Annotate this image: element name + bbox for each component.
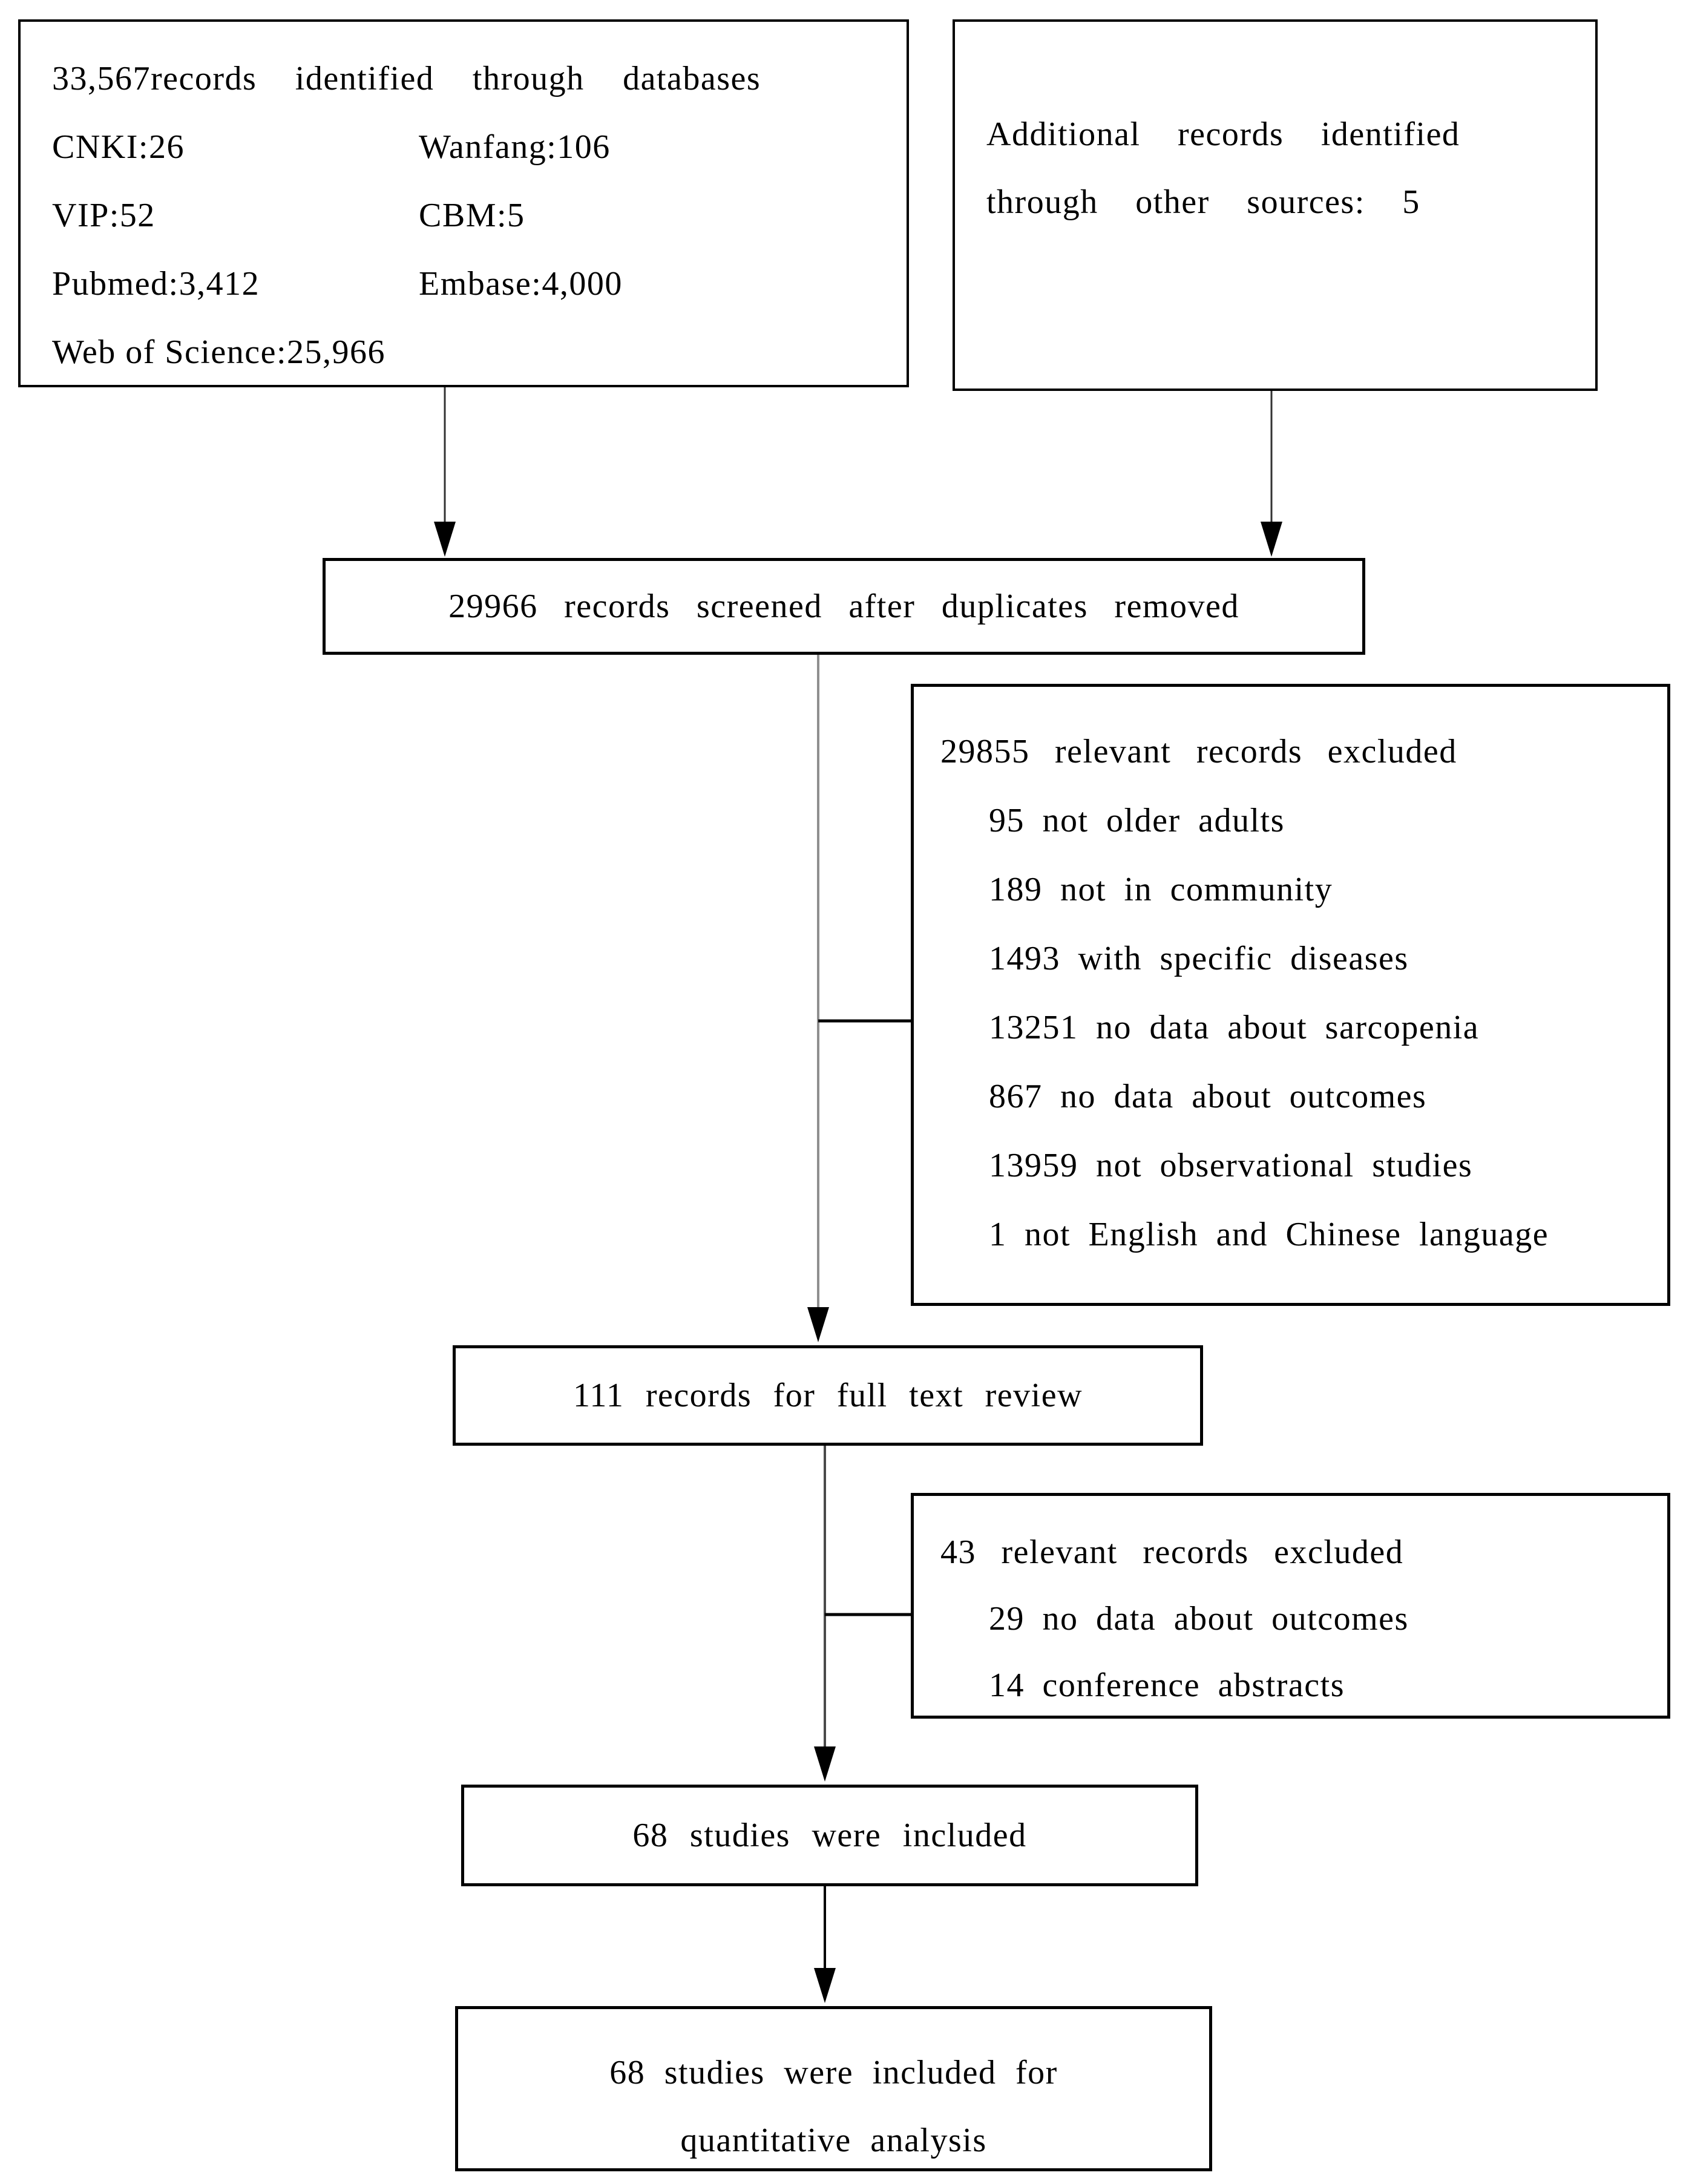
- box-records-identified-databases: 33,567records identified through databas…: [18, 19, 909, 387]
- screened-text: 29966 records screened after duplicates …: [448, 588, 1239, 625]
- arrowhead-icon: [1261, 522, 1282, 557]
- source-web-of-science: Web of Science:25,966: [52, 333, 386, 371]
- quantitative-line2: quantitative analysis: [680, 2122, 987, 2159]
- box-quantitative-analysis: 68 studies were included for quantitativ…: [455, 2006, 1212, 2171]
- excluded-fulltext-title: 43 relevant records excluded: [940, 1533, 1404, 1571]
- identified-title: 33,567records identified through databas…: [52, 60, 761, 97]
- excluded-reason: 1 not English and Chinese language: [989, 1216, 1549, 1253]
- box-fulltext-review: 111 records for full text review: [453, 1345, 1203, 1446]
- box-additional-records: Additional records identified through ot…: [953, 19, 1598, 391]
- excluded-reason: 189 not in community: [989, 871, 1333, 908]
- excluded-reason: 29 no data about outcomes: [989, 1600, 1409, 1638]
- source-vip: VIP:52: [52, 197, 156, 234]
- arrowhead-icon: [434, 522, 456, 557]
- excluded-reason: 1493 with specific diseases: [989, 940, 1409, 977]
- excluded-reason: 867 no data about outcomes: [989, 1078, 1427, 1115]
- excluded-reason: 95 not older adults: [989, 802, 1285, 839]
- source-embase: Embase:4,000: [419, 265, 623, 303]
- fulltext-text: 111 records for full text review: [572, 1377, 1083, 1414]
- excluded-screening-title: 29855 relevant records excluded: [940, 733, 1457, 770]
- box-excluded-screening: 29855 relevant records excluded 95 not o…: [911, 684, 1670, 1306]
- source-row: CNKI:26 Wanfang:106: [52, 113, 896, 182]
- arrowhead-icon: [807, 1307, 829, 1342]
- source-wanfang: Wanfang:106: [419, 128, 611, 166]
- source-row: VIP:52 CBM:5: [52, 182, 896, 250]
- arrowhead-icon: [814, 1968, 836, 2003]
- box-excluded-fulltext: 43 relevant records excluded 29 no data …: [911, 1493, 1670, 1719]
- source-cbm: CBM:5: [419, 197, 525, 234]
- excluded-reason: 14 conference abstracts: [989, 1667, 1345, 1704]
- excluded-reason: 13251 no data about sarcopenia: [989, 1009, 1480, 1046]
- source-row: Pubmed:3,412 Embase:4,000: [52, 250, 896, 318]
- quantitative-line1: 68 studies were included for: [609, 2054, 1058, 2091]
- arrowhead-icon: [814, 1746, 836, 1782]
- included-text: 68 studies were included: [632, 1817, 1027, 1854]
- excluded-reason: 13959 not observational studies: [989, 1147, 1473, 1184]
- additional-records-line1: Additional records identified: [986, 116, 1460, 153]
- box-studies-included: 68 studies were included: [461, 1785, 1198, 1886]
- source-pubmed: Pubmed:3,412: [52, 265, 260, 303]
- box-records-screened: 29966 records screened after duplicates …: [323, 558, 1365, 655]
- additional-records-line2: through other sources: 5: [986, 183, 1420, 221]
- source-cnki: CNKI:26: [52, 128, 185, 166]
